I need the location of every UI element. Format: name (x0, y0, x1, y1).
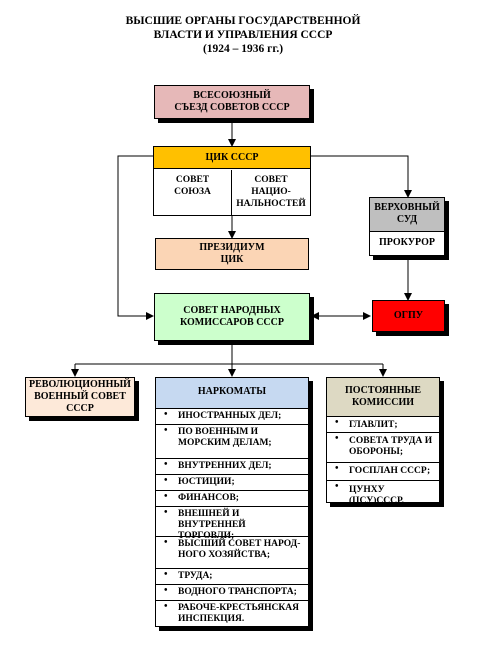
tsik-header: ЦИК СССР (154, 147, 310, 169)
narkomat-item: ВЫСШИЙ СОВЕТ НАРОД-НОГО ХОЗЯЙСТВА; (156, 536, 308, 568)
commissions-header: ПОСТОЯННЫЕ КОМИССИИ (327, 378, 439, 416)
commissions-line-2: КОМИССИИ (352, 397, 414, 408)
arrow-tsik-court (311, 155, 412, 198)
revvoensovet-line-3: СССР (66, 403, 94, 414)
congress-line-2: СЪЕЗД СОВЕТОВ СССР (174, 102, 290, 113)
narkomat-item: ФИНАНСОВ; (156, 490, 308, 506)
narkomaty-header: НАРКОМАТЫ (156, 378, 308, 408)
sovnarkom-line-2: КОМИССАРОВ СССР (180, 317, 284, 328)
union-council-line-2: СОЮЗА (174, 187, 211, 197)
narkomat-item: ВНУТРЕННИХ ДЕЛ; (156, 458, 308, 474)
tsik-box: ЦИК СССР СОВЕТ СОЮЗА СОВЕТ НАЦИО- НАЛЬНО… (153, 146, 311, 216)
narkomat-item: ВОДНОГО ТРАНСПОРТА; (156, 584, 308, 600)
sovnarkom-box: СОВЕТ НАРОДНЫХ КОМИССАРОВ СССР (154, 293, 310, 341)
commission-item: ГОСПЛАН СССР; (327, 462, 439, 480)
presidium-box: ПРЕЗИДИУМ ЦИК (155, 238, 309, 270)
title-line-1: ВЫСШИЕ ОРГАНЫ ГОСУДАРСТВЕННОЙ (125, 15, 361, 27)
union-council-line-1: СОВЕТ (175, 175, 210, 185)
title-line-3: (1924 – 1936 гг.) (202, 43, 284, 55)
revvoensovet-line-1: РЕВОЛЮЦИОННЫЙ (29, 379, 131, 390)
presidium-line-1: ПРЕЗИДИУМ (199, 242, 265, 253)
ogpu-label: ОГПУ (393, 310, 424, 321)
commission-item: ГЛАВЛИТ; (327, 416, 439, 432)
ogpu-box: ОГПУ (372, 300, 445, 332)
supreme-court-header: ВЕРХОВНЫЙ СУД (370, 198, 444, 232)
revvoensovet-line-2: ВОЕННЫЙ СОВЕТ (34, 391, 126, 402)
nationalities-council: СОВЕТ НАЦИО- НАЛЬНОСТЕЙ (232, 170, 310, 215)
narkomat-item: РАБОЧЕ-КРЕСТЬЯНСКАЯ ИНСПЕКЦИЯ. (156, 600, 308, 626)
nationalities-council-line-1: СОВЕТ (254, 175, 288, 185)
title-line-2: ВЛАСТИ И УПРАВЛЕНИЯ СССР (153, 29, 333, 41)
narkomat-item: ТРУДА; (156, 568, 308, 584)
page-title: ВЫСШИЕ ОРГАНЫ ГОСУДАРСТВЕННОЙ ВЛАСТИ И У… (0, 14, 486, 56)
congress-box: ВСЕСОЮЗНЫЙ СЪЕЗД СОВЕТОВ СССР (154, 85, 310, 119)
supreme-court-line-1: ВЕРХОВНЫЙ (374, 202, 440, 213)
narkomat-item: ИНОСТРАННЫХ ДЕЛ; (156, 408, 308, 424)
supreme-court-line-2: СУД (396, 214, 418, 225)
narkomat-item: ЮСТИЦИИ; (156, 474, 308, 490)
nationalities-council-line-3: НАЛЬНОСТЕЙ (236, 199, 306, 209)
supreme-court-box: ВЕРХОВНЫЙ СУД ПРОКУРОР (369, 197, 445, 256)
presidium-line-2: ЦИК (220, 254, 244, 265)
congress-line-1: ВСЕСОЮЗНЫЙ (193, 90, 271, 101)
revvoensovet-box: РЕВОЛЮЦИОННЫЙ ВОЕННЫЙ СОВЕТ СССР (25, 377, 135, 417)
nationalities-council-line-2: НАЦИО- (251, 187, 291, 197)
commission-item: СОВЕТА ТРУДА И ОБОРОНЫ; (327, 432, 439, 462)
narkomat-item: ПО ВОЕННЫМ И МОРСКИМ ДЕЛАМ; (156, 424, 308, 458)
prosecutor-label: ПРОКУРОР (379, 237, 435, 248)
union-council: СОВЕТ СОЮЗА (154, 170, 232, 215)
narkomaty-box: НАРКОМАТЫ ИНОСТРАННЫХ ДЕЛ; ПО ВОЕННЫМ И … (155, 377, 309, 627)
commissions-box: ПОСТОЯННЫЕ КОМИССИИ ГЛАВЛИТ; СОВЕТА ТРУД… (326, 377, 440, 506)
narkomat-item: ВНЕШНЕЙ И ВНУТРЕННЕЙ ТОРГОВЛИ; (156, 506, 308, 541)
sovnarkom-line-1: СОВЕТ НАРОДНЫХ (183, 305, 281, 316)
commission-item: ЦУНХУ (ЦСУ)СССР. (327, 480, 439, 506)
arrow-tsik-sovnarkom (117, 155, 154, 320)
commissions-line-1: ПОСТОЯННЫЕ (345, 385, 421, 396)
